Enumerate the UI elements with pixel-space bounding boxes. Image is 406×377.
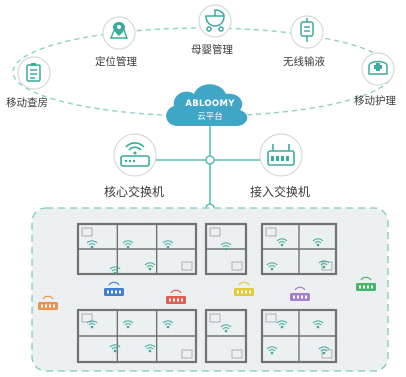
floor-plan <box>76 222 198 276</box>
wifi-icon <box>312 238 324 247</box>
wifi-icon <box>312 320 324 329</box>
wifi-icon <box>109 266 121 275</box>
map-pin-icon <box>109 22 128 39</box>
switch-blue-icon <box>104 281 124 296</box>
router-icon <box>120 142 150 167</box>
wifi-icon <box>318 346 330 355</box>
iv-drip-icon-bg <box>290 15 324 49</box>
switch-purple-icon <box>290 286 310 301</box>
cloud-label-brand: ABLOOMY <box>185 99 235 109</box>
app-clipboard[interactable] <box>17 56 51 90</box>
app-label-infusion: 无线输液 <box>283 56 325 68</box>
floor-plan <box>204 308 248 364</box>
app-infusion[interactable] <box>290 15 324 49</box>
wifi-icon <box>266 262 278 271</box>
junction-node-center <box>205 155 215 165</box>
clipboard-icon-bg <box>17 56 51 90</box>
switch-red-icon <box>166 289 186 304</box>
app-label-location: 定位管理 <box>95 56 137 68</box>
switch-label-access: 接入交换机 <box>250 185 311 199</box>
wifi-icon <box>318 260 330 269</box>
app-label-maternal: 母婴管理 <box>191 44 233 56</box>
app-maternal[interactable] <box>198 4 232 38</box>
switch-icon <box>267 144 295 166</box>
wifi-icon <box>266 346 278 355</box>
floor-plans <box>76 222 338 364</box>
wifi-icon <box>162 240 174 249</box>
switch-label-core: 核心交换机 <box>104 185 165 199</box>
wifi-icon <box>144 344 156 353</box>
wifi-icon <box>220 242 232 251</box>
ap-orange-icon <box>38 295 58 310</box>
wifi-icon <box>109 344 121 353</box>
core-switch[interactable] <box>113 133 157 177</box>
access-switch-bg <box>259 133 303 177</box>
iv-drip-icon <box>300 18 314 42</box>
floor-plan <box>260 222 338 276</box>
wifi-icon <box>144 262 156 271</box>
baby-stroller-icon <box>205 9 225 32</box>
wifi-icon <box>220 324 232 333</box>
core-switch-bg <box>113 133 157 177</box>
wifi-icon <box>122 240 134 249</box>
wifi-icon <box>276 320 288 329</box>
app-nursing[interactable] <box>361 52 395 86</box>
wifi-icon <box>162 320 174 329</box>
switch-yellow-icon <box>234 281 254 296</box>
access-switch[interactable] <box>259 133 303 177</box>
cloud-icon <box>166 84 248 126</box>
floor-plan <box>260 308 338 364</box>
clipboard-icon <box>26 63 41 82</box>
app-label-nursing: 移动护理 <box>354 95 396 107</box>
wifi-icon <box>86 240 98 249</box>
colored-switches <box>38 276 376 310</box>
app-label-rounds: 移动查房 <box>6 97 48 109</box>
cloud-platform <box>166 84 248 126</box>
wifi-icon <box>86 320 98 329</box>
switch-green-icon <box>356 276 376 291</box>
nurse-cap-icon <box>368 60 388 75</box>
app-location[interactable] <box>102 16 136 50</box>
wifi-icon <box>276 238 288 247</box>
cloud-label-platform: 云平台 <box>197 112 223 122</box>
wifi-icon <box>122 320 134 329</box>
wifi-signals <box>86 238 330 355</box>
floor-plan <box>76 308 198 364</box>
